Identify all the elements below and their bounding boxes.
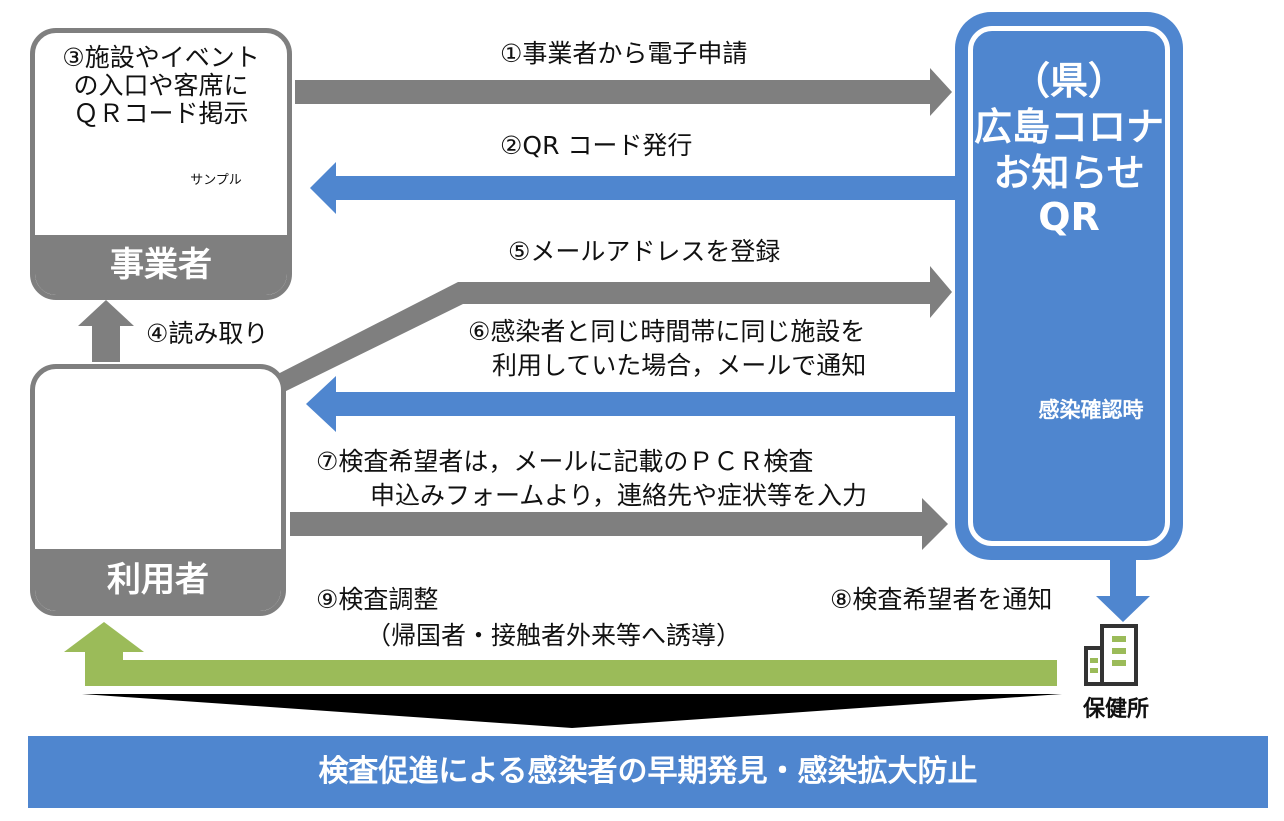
step7-line1: ⑦検査希望者は，メールに記載のＰＣＲ検査	[316, 447, 814, 476]
arrow-step7	[290, 498, 948, 550]
arrow-step6	[306, 376, 958, 432]
prefecture-title-line4: QR	[1038, 195, 1100, 239]
step3-line2: の入口や客席に	[73, 71, 249, 100]
step7-line2: 申込みフォームより，連絡先や症状等を入力	[370, 481, 868, 510]
arrow-step5	[270, 266, 952, 394]
burst-label: 感染確認時	[1038, 398, 1144, 422]
step1-label: ①事業者から電子申請	[500, 39, 748, 68]
building-icon	[1084, 624, 1138, 686]
step9-line1: ⑨検査調整	[316, 585, 439, 614]
qr-sample-label: サンプル	[190, 173, 242, 188]
black-wedge	[82, 694, 1062, 728]
arrow-step4	[78, 300, 134, 362]
step3-line1: ③施設やイベント	[62, 43, 260, 72]
step9-line2: （帰国者・接触者外来等へ誘導）	[366, 621, 742, 650]
arrow-step2	[310, 162, 958, 214]
step5-label: ⑤メールアドレスを登録	[508, 237, 781, 266]
step6-line1: ⑥感染者と同じ時間帯に同じ施設を	[468, 317, 866, 346]
step2-label: ②QR コード発行	[500, 131, 693, 160]
step8-label: ⑧検査希望者を通知	[830, 585, 1053, 614]
arrow-step1	[295, 68, 952, 116]
business-box: ③施設やイベント の入口や客席に ＱＲコード掲示 事業者	[30, 28, 292, 300]
footer-banner: 検査促進による感染者の早期発見・感染拡大防止	[28, 736, 1268, 808]
step3-line3: ＱＲコード掲示	[73, 99, 249, 128]
prefecture-qr-panel-border	[968, 26, 1170, 546]
prefecture-title-line2: 広島コロナ	[973, 105, 1164, 149]
prefecture-qr-panel: （県） 広島コロナ お知らせ QR	[955, 12, 1183, 560]
prefecture-title-line3: お知らせ	[993, 151, 1145, 195]
step4-label: ④読み取り	[146, 319, 269, 348]
user-box: 利用者	[30, 364, 286, 616]
step6-line2: 利用していた場合，メールで通知	[492, 351, 867, 380]
health-center-label: 保健所	[1082, 697, 1149, 722]
business-label: 事業者	[35, 235, 287, 295]
arrow-step9	[64, 622, 1057, 686]
arrow-step8	[1096, 556, 1150, 622]
restaurant-sign: RESTAURANT	[79, 146, 139, 155]
user-label: 利用者	[35, 549, 281, 611]
prefecture-title-line1: （県）	[1011, 59, 1126, 103]
